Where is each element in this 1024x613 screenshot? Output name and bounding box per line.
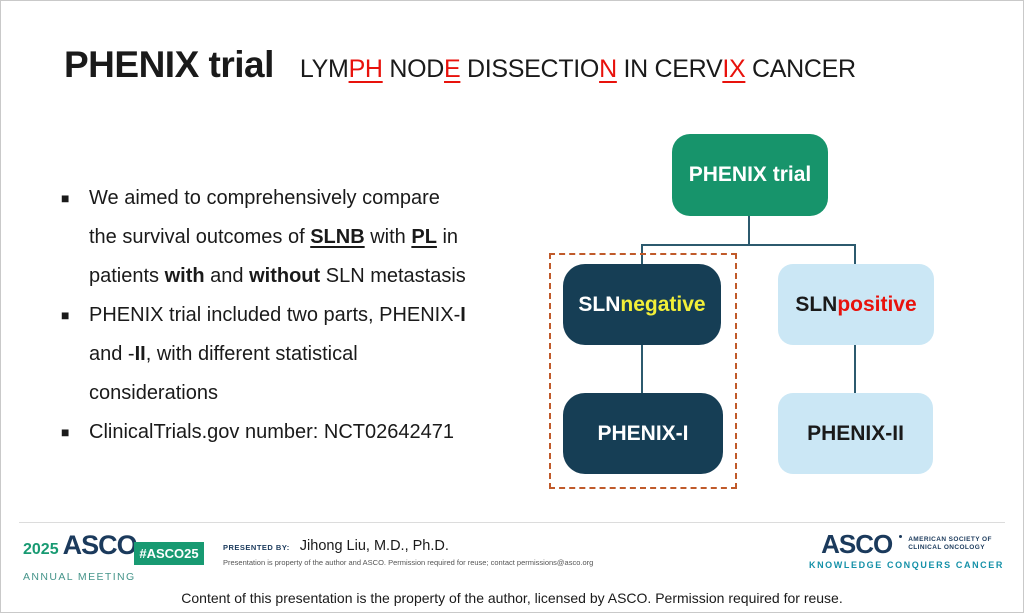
list-item: ■ ClinicalTrials.gov number: NCT02642471 — [61, 413, 536, 452]
footer-divider — [19, 522, 1005, 523]
highlight-dashed-box — [549, 253, 737, 489]
meeting-year: 2025 — [23, 541, 59, 558]
asco-wordmark: ASCO — [62, 530, 138, 560]
copyright-notice: Content of this presentation is the prop… — [181, 590, 843, 606]
asco-wordmark: ASCO — [821, 529, 893, 559]
bullet-text: ClinicalTrials.gov number: NCT02642471 — [89, 421, 454, 443]
flowchart-node-phenix-ii: PHENIX-II — [778, 393, 933, 474]
connector-line — [641, 345, 643, 393]
society-line: AMERICAN SOCIETY OF — [908, 535, 992, 543]
flowchart-node-phenix-i: PHENIX-I — [563, 393, 723, 474]
presenter-name: Jihong Liu, M.D., Ph.D. — [299, 538, 449, 554]
trademark-dot — [899, 534, 903, 538]
bullet-square-icon: ■ — [61, 307, 70, 323]
flowchart-node-sln-negative: SLN negative — [563, 264, 721, 345]
connector-line — [748, 216, 750, 246]
meeting-event-label: ANNUAL MEETING — [23, 571, 136, 583]
permission-note: Presentation is property of the author a… — [223, 558, 594, 567]
asco-society-logo: ASCO AMERICAN SOCIETY OF CLINICAL ONCOLO… — [809, 531, 1004, 570]
bullet-square-icon: ■ — [61, 424, 70, 440]
bullet-square-icon: ■ — [61, 190, 70, 206]
flowchart-node-sln-positive: SLN positive — [778, 264, 934, 345]
asco-annual-meeting-logo: 2025 ASCO ANNUAL MEETING — [23, 532, 141, 583]
presented-by-label: PRESENTED BY: — [223, 543, 290, 552]
page-title: PHENIX trial — [64, 44, 274, 85]
asco-tagline: KNOWLEDGE CONQUERS CANCER — [808, 560, 1004, 570]
connector-line — [854, 345, 856, 393]
flowchart-node-phenix-trial: PHENIX trial — [672, 134, 828, 216]
presented-by-block: PRESENTED BY: Jihong Liu, M.D., Ph.D. Pr… — [223, 538, 593, 567]
connector-line — [642, 244, 856, 246]
bullet-text: PHENIX trial included two parts, PHENIX-… — [89, 304, 466, 404]
header: PHENIX trial LYMPH NODE DISSECTION IN CE… — [64, 44, 856, 86]
connector-line — [854, 244, 856, 265]
society-line: CLINICAL ONCOLOGY — [908, 544, 985, 551]
list-item: ■ PHENIX trial included two parts, PHENI… — [61, 296, 536, 413]
page-subtitle: LYMPH NODE DISSECTION IN CERVIX CANCER — [299, 55, 856, 83]
hashtag-badge: #ASCO25 — [134, 542, 204, 565]
